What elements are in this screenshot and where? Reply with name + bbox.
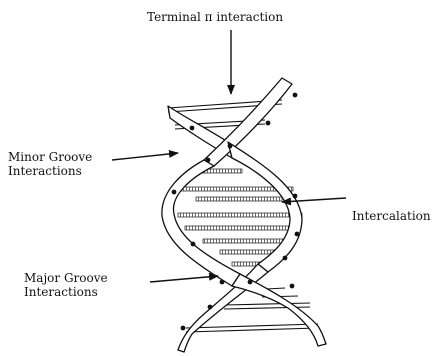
ligand-bar <box>178 213 302 217</box>
minor-groove-arrow <box>112 153 178 160</box>
minor-groove-label-line2: Interactions <box>8 164 92 178</box>
ligand-bar <box>203 239 285 243</box>
strand-b-mid <box>162 160 240 286</box>
major-groove-label-line2: Interactions <box>24 285 108 299</box>
intercalation-label: Intercalation <box>352 209 431 223</box>
strand-b-top <box>204 78 292 166</box>
major-groove-label: Major Groove Interactions <box>24 271 108 299</box>
ligand-bar <box>185 226 293 230</box>
ligand-bar <box>196 197 282 201</box>
minor-groove-label: Minor Groove Interactions <box>8 150 92 178</box>
terminal-pi-label: Terminal π interaction <box>147 10 283 24</box>
minor-groove-label-line1: Minor Groove <box>8 150 92 164</box>
major-groove-arrow <box>150 276 218 282</box>
strand-b-bottom <box>232 274 326 346</box>
major-groove-label-line1: Major Groove <box>24 271 108 285</box>
